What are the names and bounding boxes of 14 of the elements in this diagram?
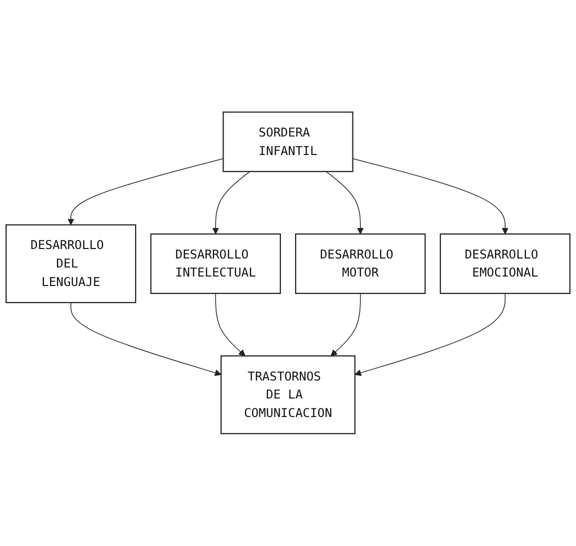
arrow bbox=[68, 158, 224, 226]
arrow bbox=[326, 171, 364, 234]
node-box: TRASTORNOS DE LA COMUNICACION bbox=[220, 355, 356, 434]
node-box: DESARROLLO DEL LENGUAJE bbox=[6, 224, 136, 304]
arrow bbox=[70, 302, 222, 376]
arrow bbox=[215, 293, 246, 356]
node-box: SORDERA INFANTIL bbox=[222, 112, 354, 172]
arrow bbox=[354, 293, 506, 376]
arrow bbox=[212, 171, 250, 234]
node-box: DESARROLLO EMOCIONAL bbox=[440, 234, 570, 294]
arrow bbox=[330, 293, 361, 356]
node-box: DESARROLLO MOTOR bbox=[295, 234, 426, 294]
node-box: DESARROLLO INTELECTUAL bbox=[150, 234, 281, 294]
arrow bbox=[352, 158, 508, 234]
